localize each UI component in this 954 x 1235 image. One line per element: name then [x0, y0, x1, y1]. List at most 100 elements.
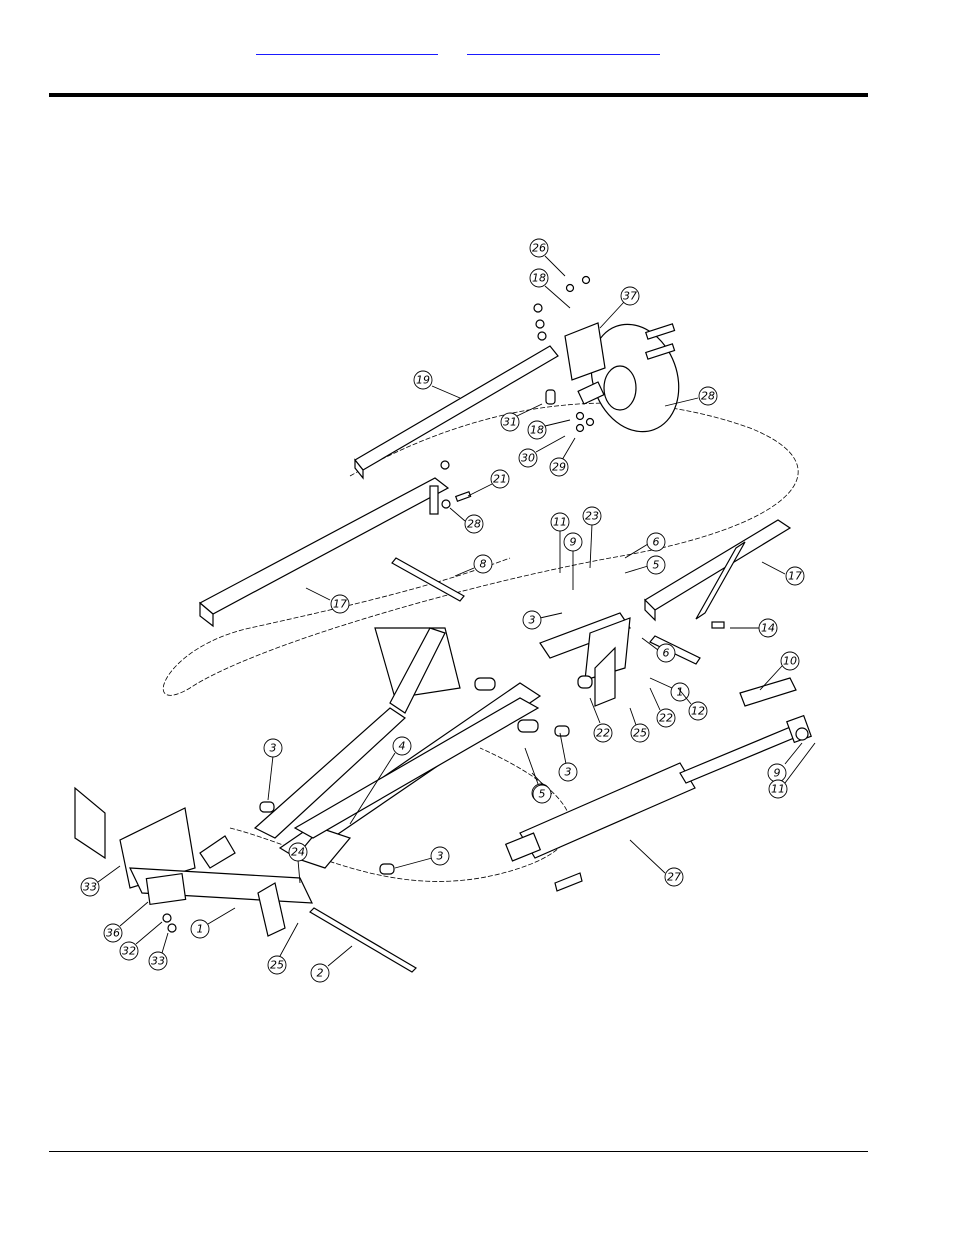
svg-text:28: 28 — [467, 518, 481, 531]
callout-11b: 11 — [768, 742, 816, 799]
callout-17a: 17 — [761, 561, 805, 586]
nav-link-2[interactable] — [467, 40, 660, 55]
callout-25b: 25 — [267, 922, 299, 975]
svg-text:2: 2 — [317, 967, 324, 980]
svg-text:3: 3 — [565, 766, 572, 779]
callout-31: 31 — [500, 403, 543, 432]
svg-text:5: 5 — [653, 559, 660, 572]
callout-22a: 22 — [649, 687, 676, 728]
callout-24: 24 — [288, 842, 308, 884]
svg-text:17: 17 — [333, 598, 347, 611]
parts-diagram: 26 18 37 19 28 31 18 30 29 21 28 11 23 9… — [50, 228, 822, 992]
hydraulic-hose-upper — [162, 402, 799, 696]
lower-pin — [309, 907, 417, 973]
pivot-assembly — [539, 612, 797, 707]
svg-text:37: 37 — [623, 290, 637, 303]
callout-17b: 17 — [305, 587, 350, 614]
callout-3d: 3 — [394, 846, 450, 869]
callout-33a: 33 — [80, 865, 121, 897]
svg-text:36: 36 — [106, 927, 120, 940]
svg-text:25: 25 — [633, 727, 647, 740]
callout-37: 37 — [599, 286, 640, 329]
svg-text:6: 6 — [653, 536, 660, 549]
svg-text:31: 31 — [503, 416, 517, 429]
long-tube-left — [198, 460, 472, 628]
svg-text:3: 3 — [529, 614, 536, 627]
callout-9b: 9 — [767, 742, 803, 783]
callout-10: 10 — [759, 651, 800, 691]
callout-26: 26 — [529, 238, 566, 277]
callout-1b: 1 — [190, 907, 236, 939]
nav-link-1[interactable] — [256, 40, 438, 55]
svg-text:6: 6 — [663, 647, 670, 660]
callout-3a: 3 — [522, 610, 563, 630]
svg-text:18: 18 — [532, 272, 546, 285]
svg-text:14: 14 — [761, 622, 775, 635]
svg-text:11: 11 — [771, 783, 785, 796]
svg-text:30: 30 — [521, 452, 535, 465]
pin — [391, 557, 465, 602]
svg-text:33: 33 — [151, 955, 165, 968]
hydraulic-cylinder — [504, 714, 812, 892]
callout-36: 36 — [103, 901, 149, 943]
svg-text:11: 11 — [553, 516, 567, 529]
svg-text:3: 3 — [270, 742, 277, 755]
callout-9a: 9 — [563, 532, 583, 590]
svg-text:23: 23 — [585, 510, 599, 523]
svg-text:24: 24 — [291, 846, 305, 859]
callout-6b: 6 — [641, 637, 676, 663]
footer-rule — [49, 1151, 868, 1152]
svg-text:19: 19 — [416, 374, 430, 387]
callout-8: 8 — [454, 554, 493, 577]
long-tube-right — [644, 519, 792, 629]
svg-text:10: 10 — [783, 655, 797, 668]
svg-text:17: 17 — [788, 570, 802, 583]
disc-hub-assembly — [533, 275, 680, 433]
callout-12: 12 — [677, 687, 708, 721]
svg-text:32: 32 — [122, 945, 136, 958]
callout-28a: 28 — [664, 386, 718, 407]
svg-text:9: 9 — [774, 767, 781, 780]
callout-25a: 25 — [629, 707, 650, 743]
svg-text:21: 21 — [493, 473, 507, 486]
svg-text:33: 33 — [83, 881, 97, 894]
callout-22b: 22 — [589, 697, 613, 743]
callout-18a: 18 — [529, 268, 571, 309]
svg-text:27: 27 — [667, 871, 681, 884]
callouts: 26 18 37 19 28 31 18 30 29 21 28 11 23 9… — [80, 238, 816, 983]
callout-4: 4 — [349, 736, 412, 825]
bushing-lower — [379, 863, 395, 875]
svg-text:4: 4 — [399, 740, 406, 753]
callout-21: 21 — [467, 469, 510, 497]
svg-text:5: 5 — [539, 788, 546, 801]
callout-11a: 11 — [550, 512, 570, 573]
hitch-frame — [74, 786, 313, 937]
callout-19: 19 — [413, 370, 461, 399]
callout-23: 23 — [582, 506, 602, 569]
svg-text:22: 22 — [596, 727, 610, 740]
svg-text:22: 22 — [659, 712, 673, 725]
callout-18b: 18 — [527, 419, 571, 440]
callout-6a: 6 — [624, 532, 666, 559]
callout-3b: 3 — [558, 732, 578, 782]
svg-text:8: 8 — [480, 558, 487, 571]
callout-3c: 3 — [263, 738, 283, 801]
callout-2: 2 — [310, 945, 353, 983]
callout-32: 32 — [119, 921, 163, 961]
svg-text:29: 29 — [552, 461, 566, 474]
bushing-right — [554, 725, 570, 737]
callout-1a: 1 — [649, 677, 690, 702]
svg-text:1: 1 — [197, 923, 204, 936]
svg-text:28: 28 — [701, 390, 715, 403]
svg-text:26: 26 — [532, 242, 546, 255]
svg-text:12: 12 — [691, 705, 705, 718]
main-frame — [253, 627, 542, 869]
callout-5a: 5 — [624, 555, 666, 575]
svg-text:18: 18 — [530, 424, 544, 437]
header-rule — [49, 93, 868, 97]
svg-text:1: 1 — [677, 686, 684, 699]
callout-30: 30 — [518, 435, 566, 468]
svg-text:3: 3 — [437, 850, 444, 863]
callout-14: 14 — [730, 618, 778, 638]
callout-29: 29 — [549, 437, 576, 477]
